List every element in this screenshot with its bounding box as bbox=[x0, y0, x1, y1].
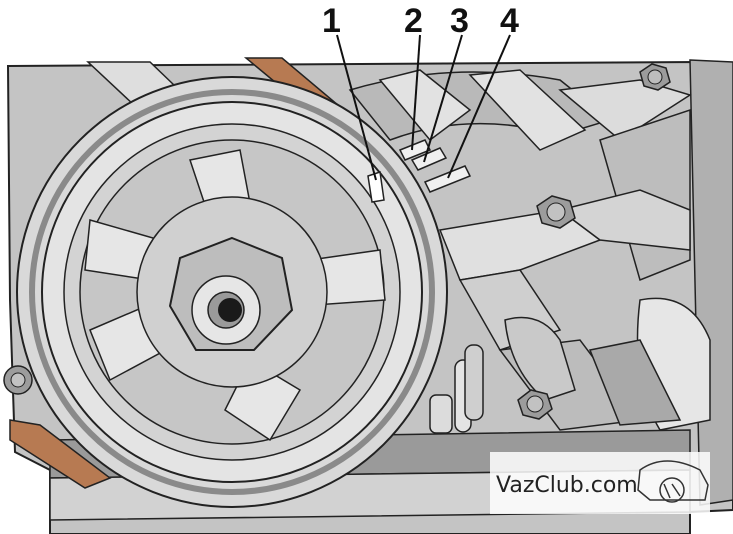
callout-3: 3 bbox=[450, 2, 469, 40]
bolt-middle-right bbox=[536, 195, 576, 229]
leader-lines bbox=[336, 34, 511, 181]
pulley-timing-notch bbox=[367, 171, 385, 203]
watermark-car-logo-icon bbox=[637, 460, 709, 503]
callout-1: 1 bbox=[322, 2, 341, 40]
watermark-text: VazClub.com bbox=[496, 473, 638, 498]
callout-2: 2 bbox=[404, 2, 423, 40]
watermark: VazClub.com bbox=[490, 452, 710, 514]
bolt-left bbox=[3, 365, 33, 395]
bolt-lower-right bbox=[517, 389, 553, 420]
callout-4: 4 bbox=[500, 2, 519, 40]
bolt-top-right bbox=[639, 63, 671, 91]
crankshaft-pulley bbox=[16, 76, 448, 508]
